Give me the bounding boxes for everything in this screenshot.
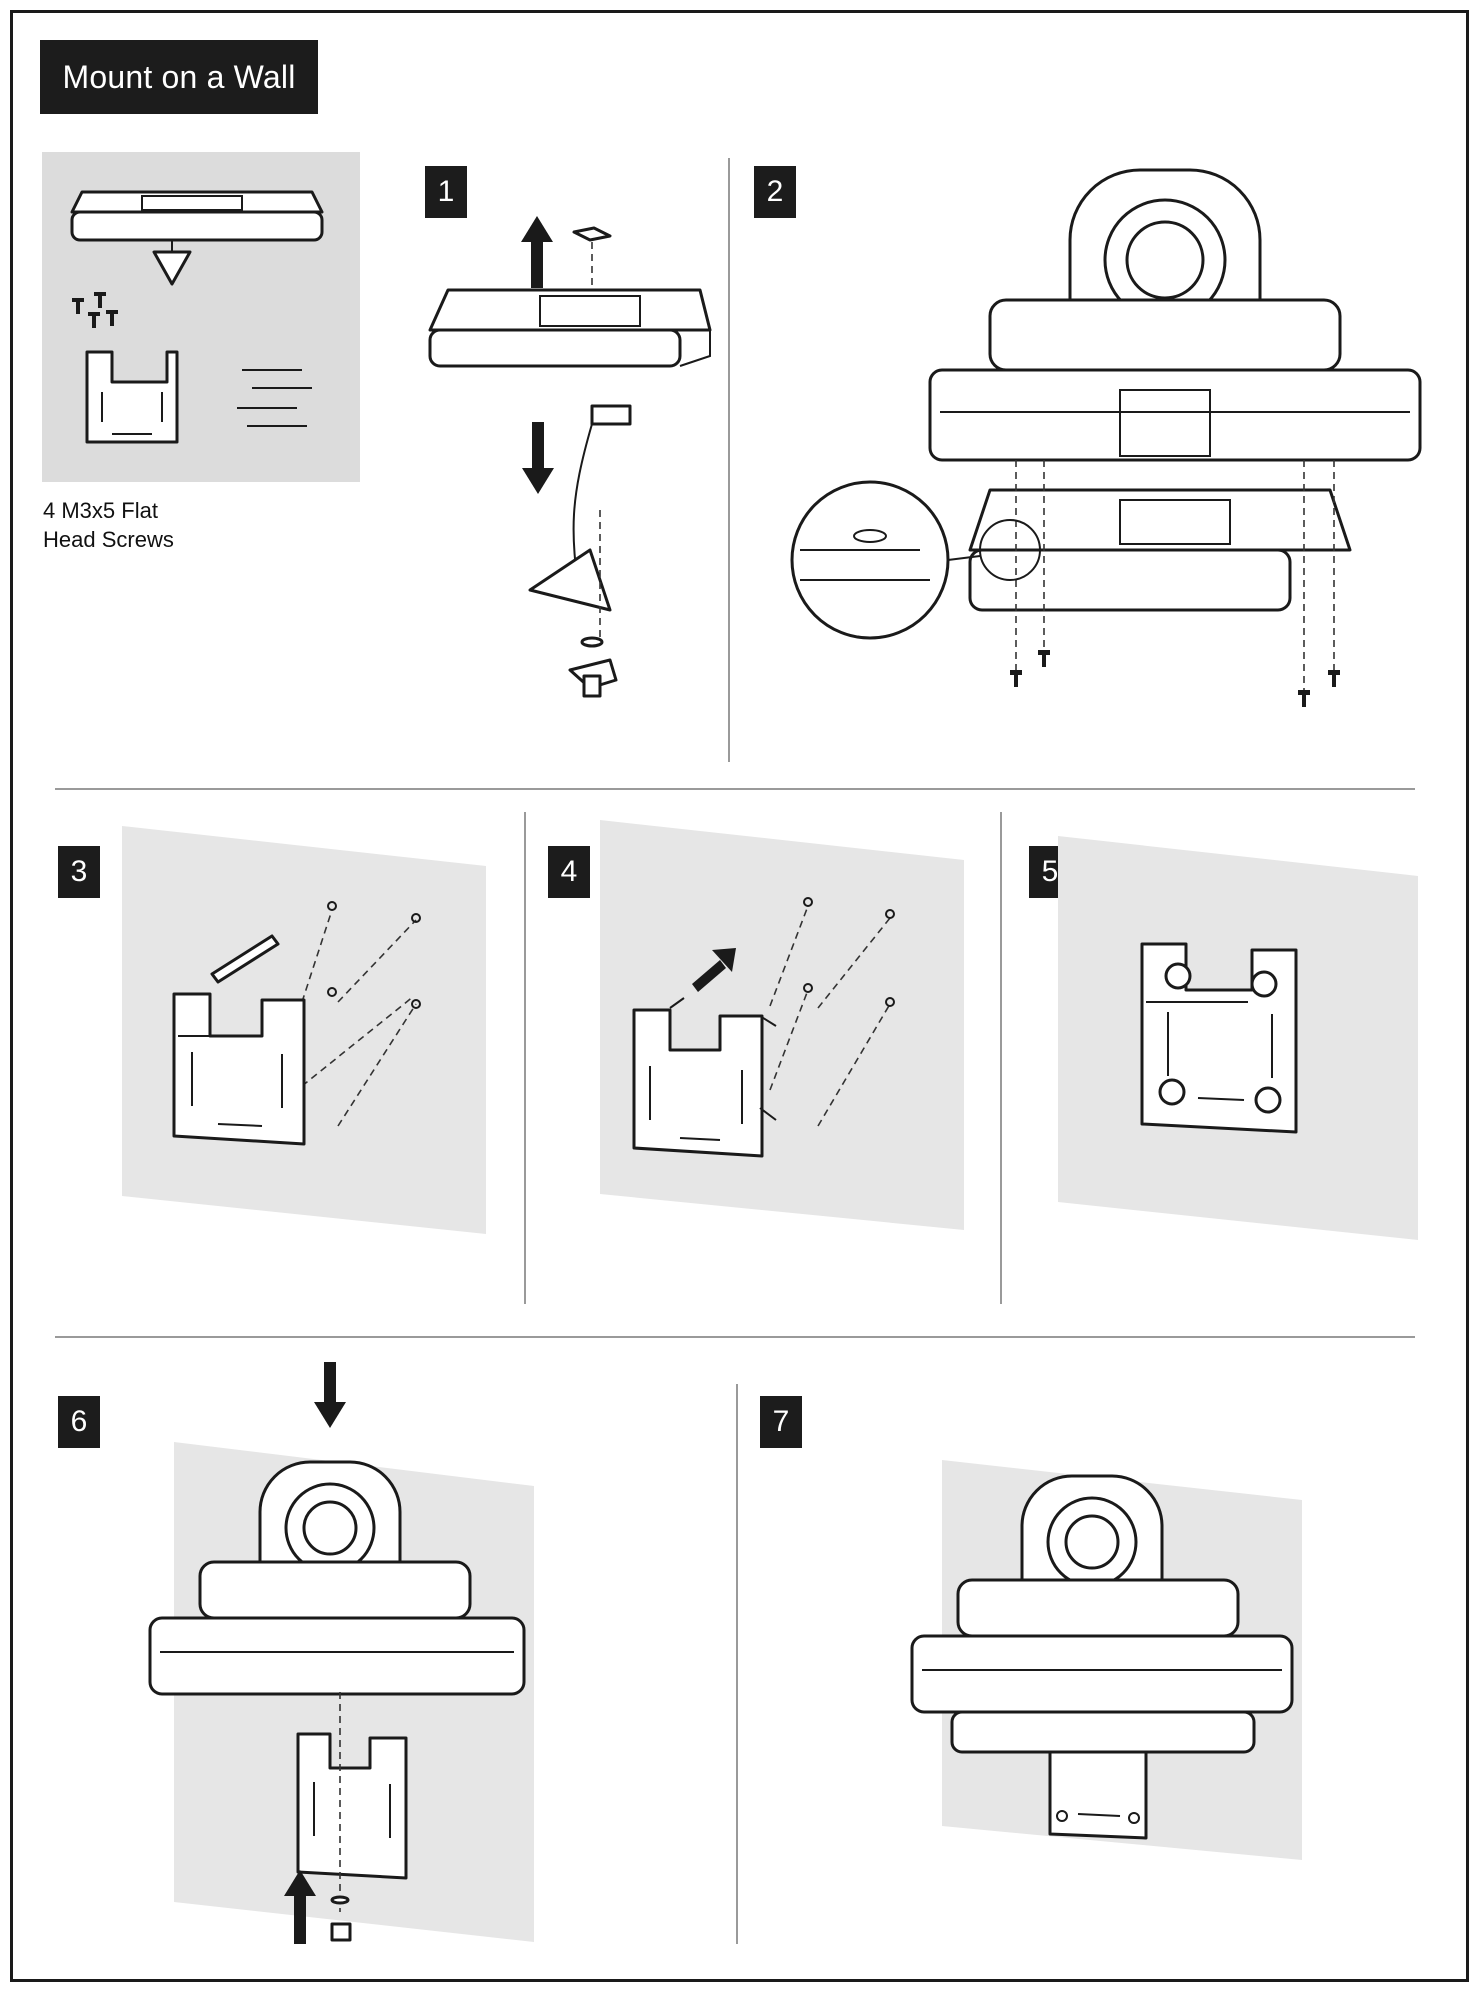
step-3-illustration (122, 826, 486, 1234)
screw-icon (1010, 650, 1340, 707)
parts-caption-line1: 4 M3x5 Flat (43, 498, 158, 523)
step-6-illustration (148, 1362, 534, 1944)
bracket-icon (70, 190, 324, 286)
ceiling-bracket (968, 488, 1352, 612)
step-4-illustration (600, 820, 964, 1230)
nut-plate (572, 226, 612, 242)
parts-caption-line2: Head Screws (43, 527, 174, 552)
step-1-illustration (428, 216, 712, 698)
wall-bracket-icon (296, 1732, 408, 1880)
detail-magnifier (790, 480, 1041, 640)
step-5-illustration (1058, 836, 1418, 1240)
camera-icon (928, 168, 1422, 462)
thumb-screw-icon (330, 1895, 352, 1942)
arrow-up-icon (521, 216, 553, 288)
step-6-badge: 6 (58, 1396, 100, 1448)
camera-icon (148, 1460, 526, 1696)
page-frame (10, 10, 1469, 1982)
divider-step4-step5 (1000, 812, 1002, 1304)
anchor-screws-icon (237, 369, 312, 427)
step-2-badge: 2 (754, 166, 796, 218)
screw-icon (1158, 962, 1282, 1114)
divider-step1-step2 (728, 158, 730, 762)
step-7-illustration (910, 1460, 1302, 1860)
wall-bracket-icon (632, 1008, 764, 1158)
ceiling-bracket (950, 1710, 1256, 1840)
step-3-badge: 3 (58, 846, 100, 898)
ceiling-bracket (428, 288, 712, 368)
screw-icon (669, 997, 777, 1121)
page-title: Mount on a Wall (40, 40, 318, 114)
wall-bracket-icon (172, 992, 306, 1146)
divider-row1-row2 (55, 788, 1415, 790)
screw-icon (72, 292, 118, 328)
mount-arm (528, 404, 632, 640)
step-4-badge: 4 (548, 846, 590, 898)
parts-caption: 4 M3x5 Flat Head Screws (43, 496, 174, 554)
arrow-down-icon (522, 422, 554, 494)
camera-icon (910, 1474, 1294, 1714)
wall-bracket-icon (85, 350, 179, 444)
thumb-screw-icon (568, 636, 618, 698)
drill-bit-icon (210, 934, 280, 984)
arrow-diagonal-icon (692, 948, 736, 992)
divider-step3-step4 (524, 812, 526, 1304)
parts-panel (42, 152, 360, 482)
step-1-badge: 1 (425, 166, 467, 218)
step-7-badge: 7 (760, 1396, 802, 1448)
divider-row2-row3 (55, 1336, 1415, 1338)
divider-step6-step7 (736, 1384, 738, 1944)
arrow-up-icon (284, 1870, 316, 1944)
step-2-illustration (790, 168, 1422, 707)
arrow-down-icon (314, 1362, 346, 1428)
